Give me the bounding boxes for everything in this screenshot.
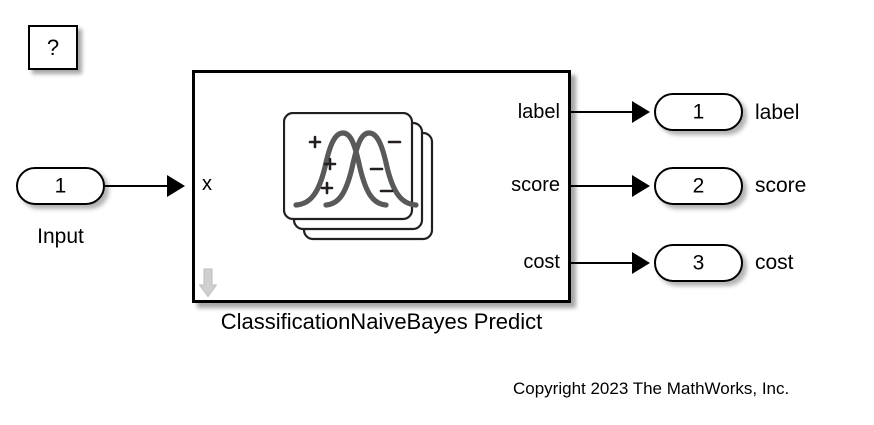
- inport-label: Input: [37, 225, 84, 248]
- block-output-port-label-label: label: [517, 101, 560, 123]
- naive-bayes-distributions-icon: [283, 112, 434, 241]
- signal-line-input[interactable]: [105, 185, 167, 187]
- copyright-annotation: Copyright 2023 The MathWorks, Inc.: [513, 379, 790, 398]
- outport-number: 2: [692, 174, 705, 198]
- block-input-port-label-x: x: [202, 173, 212, 195]
- signal-line-output-label[interactable]: [570, 111, 632, 113]
- inport-block-1[interactable]: 1: [16, 167, 105, 205]
- block-name-label: ClassificationNaiveBayes Predict: [220, 309, 543, 334]
- signal-arrowhead-input: [167, 175, 185, 197]
- outport-number: 3: [692, 251, 705, 275]
- outport-block-1[interactable]: 1: [654, 93, 743, 131]
- outport-number: 1: [692, 100, 705, 124]
- inport-number: 1: [54, 174, 67, 198]
- help-block[interactable]: ?: [28, 25, 78, 70]
- block-output-port-label-cost: cost: [523, 251, 560, 273]
- signal-line-output-score[interactable]: [570, 185, 632, 187]
- signal-line-output-cost[interactable]: [570, 262, 632, 264]
- signal-arrowhead-output-cost: [632, 252, 650, 274]
- outport-block-2[interactable]: 2: [654, 167, 743, 205]
- block-output-port-label-score: score: [511, 174, 560, 196]
- outport-label-1: label: [755, 101, 800, 124]
- signal-arrowhead-output-label: [632, 101, 650, 123]
- signal-arrowhead-output-score: [632, 175, 650, 197]
- outport-label-3: cost: [755, 251, 794, 274]
- question-mark-icon: ?: [46, 34, 60, 60]
- outport-block-3[interactable]: 3: [654, 244, 743, 282]
- outport-label-2: score: [755, 174, 807, 197]
- subsystem-down-arrow-icon: [199, 268, 217, 298]
